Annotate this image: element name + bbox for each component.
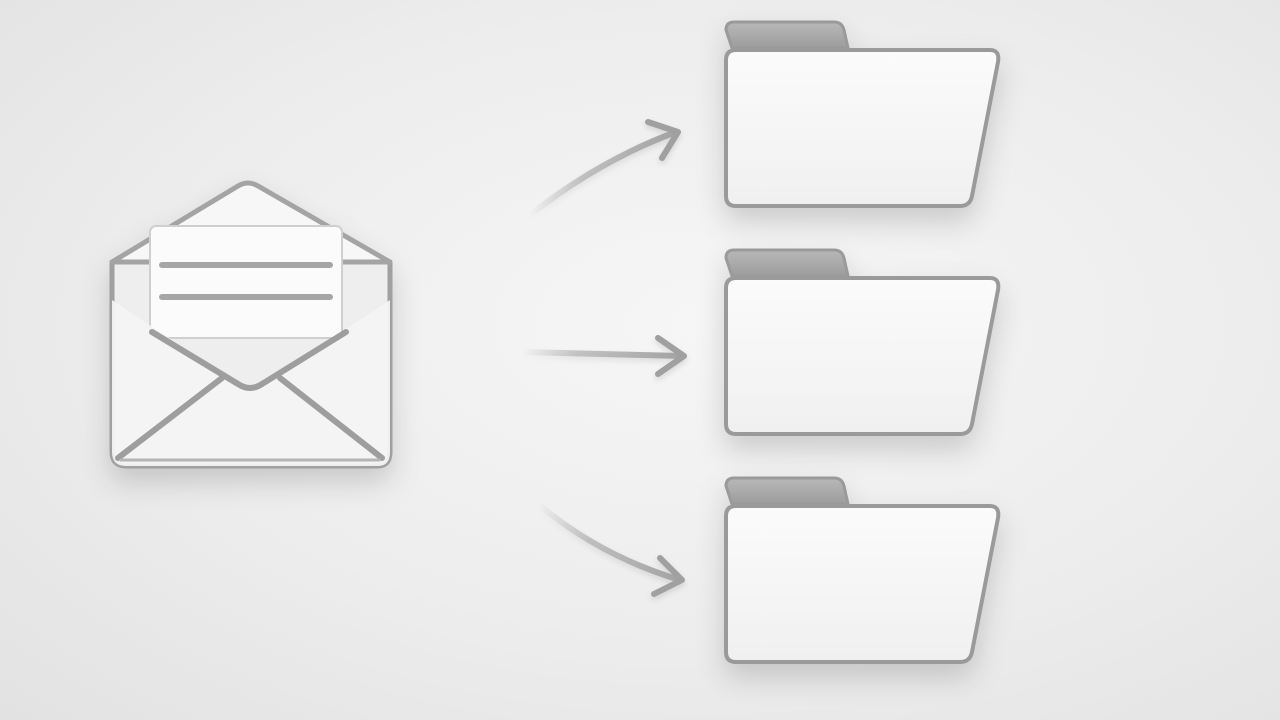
straight-arrow-right-icon [519,335,687,377]
letter-sheet [149,225,343,339]
folder-icon-3 [724,476,1001,664]
curved-arrow-up-icon [527,119,681,218]
folder-icon-2 [724,248,1001,436]
curved-arrow-down-icon [535,501,685,597]
folder-icon-1 [724,20,1001,208]
open-envelope-icon [109,180,393,469]
